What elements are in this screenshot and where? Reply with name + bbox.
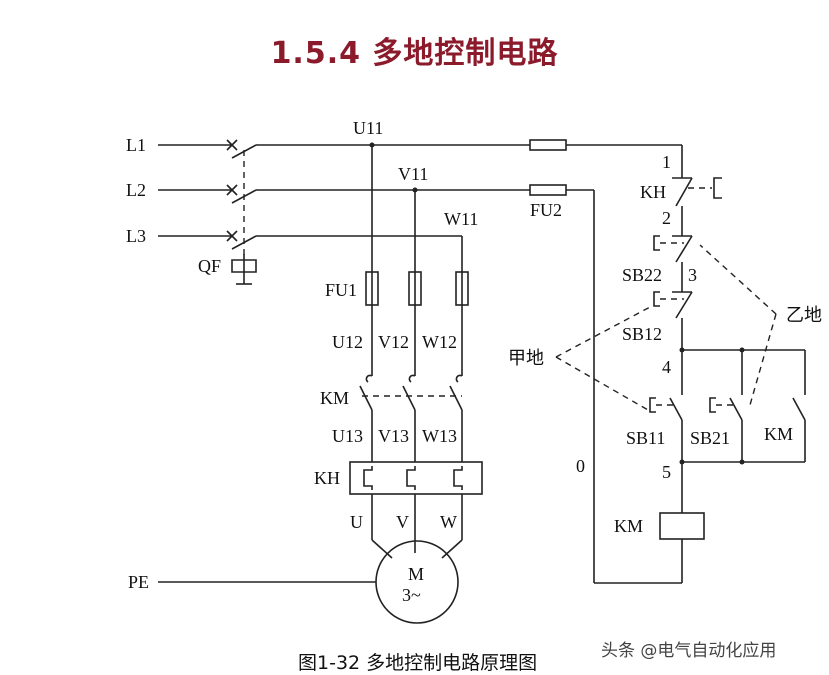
label-node-4: 4 <box>662 357 671 377</box>
label-km-coil: KM <box>614 516 643 536</box>
diagram-title: 1.5.4 多地控制电路 <box>270 36 559 71</box>
label-node-0: 0 <box>576 456 585 476</box>
label-w13: W13 <box>422 426 457 446</box>
power-lines <box>158 139 530 285</box>
label-l1: L1 <box>126 135 146 155</box>
label-node-2: 2 <box>662 208 671 228</box>
label-sb11: SB11 <box>626 428 665 448</box>
label-motor-m: M <box>408 564 424 584</box>
control-circuit <box>529 139 806 584</box>
label-node-3: 3 <box>688 265 697 285</box>
label-w: W <box>440 512 457 532</box>
label-sb12: SB12 <box>622 324 662 344</box>
label-kh-ctrl: KH <box>640 182 666 202</box>
label-node-1: 1 <box>662 152 671 172</box>
label-sb22: SB22 <box>622 265 662 285</box>
label-u12: U12 <box>332 332 363 352</box>
label-v: V <box>396 512 409 532</box>
label-w12: W12 <box>422 332 457 352</box>
label-km-main: KM <box>320 388 349 408</box>
label-kh-main: KH <box>314 468 340 488</box>
label-l3: L3 <box>126 226 146 246</box>
label-jiadi: 甲地 <box>508 348 544 369</box>
label-v12: V12 <box>378 332 409 352</box>
main-circuit <box>158 145 483 624</box>
label-yidi: 乙地 <box>786 305 822 326</box>
label-u11: U11 <box>353 118 383 138</box>
label-u13: U13 <box>332 426 363 446</box>
label-u: U <box>350 512 363 532</box>
watermark: 头条 @电气自动化应用 <box>597 634 781 663</box>
label-pe: PE <box>128 572 149 592</box>
label-qf: QF <box>198 256 221 276</box>
label-node-5: 5 <box>662 462 671 482</box>
label-v11: V11 <box>398 164 428 184</box>
label-km-aux: KM <box>764 424 793 444</box>
label-l2: L2 <box>126 180 146 200</box>
label-sb21: SB21 <box>690 428 730 448</box>
label-fu2: FU2 <box>530 200 562 220</box>
label-v13: V13 <box>378 426 409 446</box>
labels: L1 L2 L3 QF U11 V11 W11 FU1 FU2 U12 V12 … <box>126 118 822 605</box>
label-fu1: FU1 <box>325 280 357 300</box>
figure-caption: 图1-32 多地控制电路原理图 <box>298 652 538 674</box>
label-w11: W11 <box>444 209 478 229</box>
km-coil <box>659 512 705 540</box>
label-motor-phase: 3~ <box>402 585 421 605</box>
